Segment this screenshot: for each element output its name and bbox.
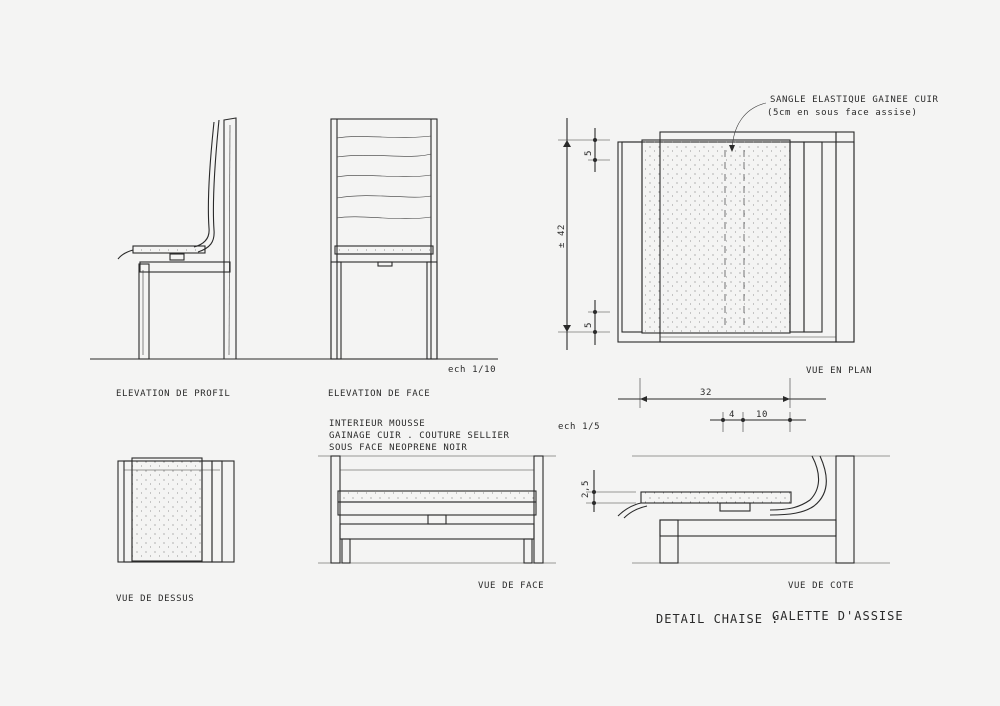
- dim-cushion-thickness: 2,5: [581, 480, 591, 498]
- label-elevation-profil: ELEVATION DE PROFIL: [116, 389, 230, 399]
- dim-plan-bottom: 5: [584, 322, 594, 328]
- note-interieur-line2: GAINAGE CUIR . COUTURE SELLIER: [329, 431, 510, 441]
- note-interieur-line3: SOUS FACE NEOPRENE NOIR: [329, 443, 467, 453]
- dim-plan-top: 5: [584, 150, 594, 156]
- label-elevation-face: ELEVATION DE FACE: [328, 389, 430, 399]
- plan-view-drawing: [558, 102, 855, 350]
- label-scale-1-5: ech 1/5: [558, 422, 600, 432]
- label-vue-en-plan: VUE EN PLAN: [806, 366, 872, 376]
- dim-width-b: 10: [756, 410, 768, 420]
- side-view-detail-drawing: [586, 455, 890, 564]
- dim-width-total: 32: [700, 388, 712, 398]
- note-sangle-line2: (5cm en sous face assise): [767, 108, 917, 118]
- front-elevation-drawing: [330, 118, 438, 360]
- front-view-detail-drawing: [318, 455, 556, 564]
- note-sangle-line1: SANGLE ELASTIQUE GAINEE CUIR: [770, 95, 939, 105]
- label-vue-dessus: VUE DE DESSUS: [116, 594, 194, 604]
- title-block-right: GALETTE D'ASSISE: [772, 609, 904, 623]
- title-block-left: DETAIL CHAISE :: [656, 612, 779, 626]
- label-scale-1-10: ech 1/10: [448, 365, 496, 375]
- dim-width-a: 4: [729, 410, 735, 420]
- label-vue-face: VUE DE FACE: [478, 581, 544, 591]
- note-interieur-line1: INTERIEUR MOUSSE: [329, 419, 425, 429]
- label-vue-cote: VUE DE COTE: [788, 581, 854, 591]
- top-view-drawing: [117, 457, 235, 563]
- width-dimensions: [618, 378, 826, 432]
- dim-plan-height: ± 42: [557, 224, 567, 248]
